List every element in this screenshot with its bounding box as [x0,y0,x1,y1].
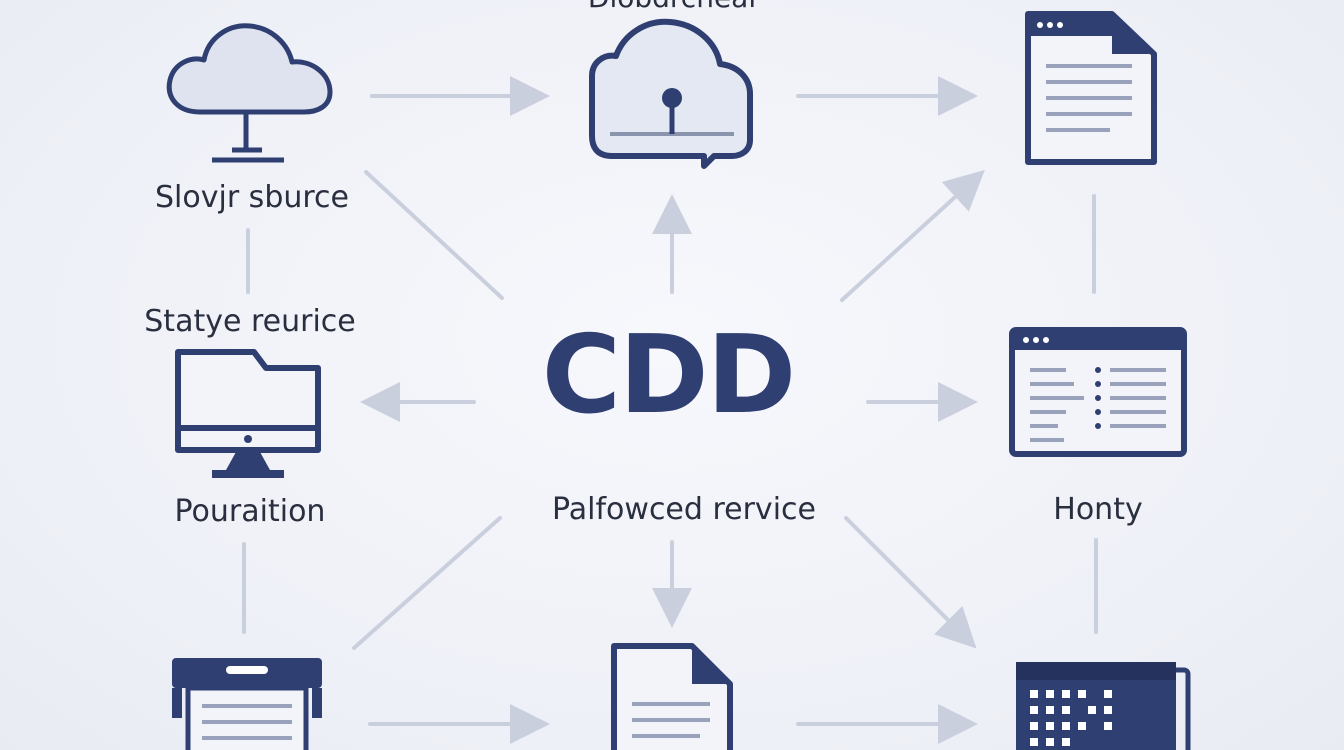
document-window-icon [1025,11,1157,165]
diagram-title: CDD [541,313,797,438]
arrow-center-up-right [840,169,985,302]
arrow-center-down-right [844,516,977,649]
folder-monitor-icon [175,349,321,478]
list-window-icon [1009,327,1187,457]
line-source-diagonal [364,170,504,300]
label-history: Honty [1053,492,1143,527]
printer-icon [172,658,322,750]
top-label-cropped: Dlobdrcneal [588,0,756,14]
label-center: Palfowced rervice [552,492,816,527]
document-icon [611,643,733,750]
label-population: Pouraition [174,494,326,529]
line-lower-left-diagonal [352,516,502,650]
data-grid-icon [1016,662,1191,750]
label-source: Slovjr sburce [154,180,350,215]
connectors [242,76,1098,744]
label-state: Statye reurice [144,304,356,339]
cloud-server-icon [166,23,333,163]
cloud-lock-icon [589,18,753,169]
